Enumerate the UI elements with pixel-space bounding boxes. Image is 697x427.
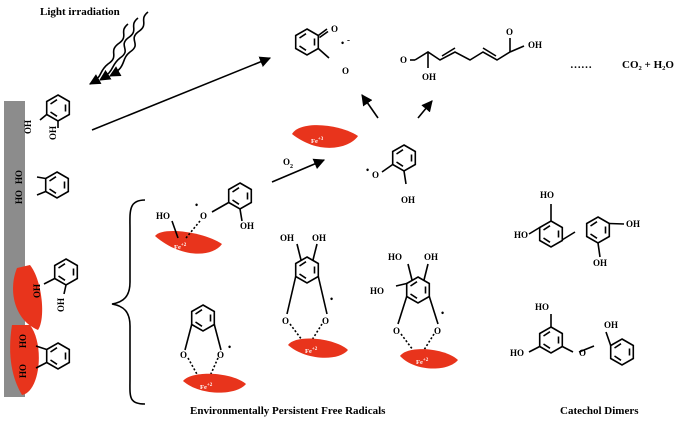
fe3-cluster (292, 125, 358, 148)
iron-coating-2 (10, 325, 39, 395)
epfr-dihydroxy-semiquinone (286, 243, 328, 315)
ho-label: HO (370, 286, 384, 296)
radical-dot: • (366, 165, 369, 175)
coordination-bond (209, 357, 219, 377)
fe2-label: Fe+2 (416, 358, 429, 366)
o-label: O (579, 348, 586, 358)
ho-label: HO (18, 364, 28, 378)
o-label: O (372, 170, 379, 180)
coordination-bond (311, 323, 323, 341)
catechol-dimer-ether (528, 314, 635, 366)
epfr-caption: Environmentally Persistent Free Radicals (190, 405, 386, 417)
mineral-surface (4, 101, 25, 397)
ho-label: HO (14, 190, 24, 204)
oh-label: OH (424, 252, 438, 262)
coordination-bond (423, 333, 435, 351)
o-label: O (434, 326, 441, 336)
arrow-to-semiquinone (361, 94, 379, 119)
semiquinone-radical (294, 28, 330, 59)
fe2-cluster-3 (400, 349, 458, 369)
radical-dot: • (341, 38, 344, 48)
o2-label: O2 (283, 157, 293, 170)
oh-label: OH (280, 233, 294, 243)
light-label: Light irradiation (40, 6, 120, 18)
o-label: O (393, 326, 400, 336)
dimers-caption: Catechol Dimers (560, 405, 639, 417)
o-label: O (282, 316, 289, 326)
oh-label: OH (422, 72, 436, 82)
fe2-label: Fe+2 (200, 383, 213, 391)
fe2-cluster-1 (155, 230, 222, 254)
fe2-cluster-4 (183, 373, 246, 393)
o-label: O (217, 350, 224, 360)
adsorbed-catechol-1 (39, 94, 71, 128)
epfr-brace (111, 199, 146, 405)
oh-label: OH (23, 120, 33, 134)
o-label: O (180, 350, 187, 360)
coordination-bond (187, 357, 199, 377)
catechol-dimer-biphenyl (528, 204, 625, 258)
arrow-to-muconic (417, 100, 433, 119)
o-label: O (400, 55, 407, 65)
radical-dot: • (195, 200, 198, 210)
epfr-semiquinone-bidentate (184, 304, 222, 351)
oh-label: OH (593, 258, 607, 268)
fe2-label: Fe+2 (305, 347, 318, 355)
radical-dot: • (330, 294, 333, 304)
minus-sign: - (347, 35, 350, 45)
o-label: O (331, 24, 338, 34)
adsorbed-catechol-3 (43, 258, 79, 295)
ho-label: HO (540, 190, 554, 200)
phenoxy-radical (381, 144, 417, 185)
ho-label: HO (156, 211, 170, 221)
radical-dot: • (228, 342, 231, 352)
fe2-label: Fe+2 (174, 243, 187, 251)
o-label: O (200, 211, 207, 221)
ho-label: HO (14, 170, 24, 184)
coordination-bond (289, 323, 303, 341)
coordination-bond (400, 333, 414, 351)
muconic-acid (410, 38, 525, 68)
iron-coating-1 (13, 265, 43, 330)
ho-label: HO (514, 230, 528, 240)
ho-label: HO (510, 348, 524, 358)
adsorbed-catechol-4 (35, 342, 71, 370)
ho-label: HO (18, 334, 28, 348)
fe2-cluster-2 (288, 338, 348, 358)
light-rays-icon (89, 11, 149, 85)
oh-label: OH (32, 284, 42, 298)
ellipsis: …… (570, 59, 592, 71)
oh-label: OH (48, 126, 58, 140)
epfr-trihydroxy-semiquinone (395, 263, 439, 325)
oh-label: OH (312, 233, 326, 243)
photolysis-arrow (91, 56, 272, 131)
ho-bond (171, 220, 179, 239)
ho-label: HO (388, 252, 402, 262)
radical-dot: • (441, 308, 444, 318)
oh-label: OH (401, 195, 415, 205)
o-label: O (342, 66, 349, 76)
oh-label: OH (604, 320, 618, 330)
epfr-phenoxy (211, 182, 253, 222)
o-label: O (322, 316, 329, 326)
fe3-label: Fe+3 (311, 137, 324, 145)
oh-label: OH (56, 298, 66, 312)
oh-label: OH (626, 219, 640, 229)
ho-label: HO (535, 302, 549, 312)
o-label: O (506, 27, 513, 37)
adsorbed-catechol-2 (36, 171, 70, 199)
final-products: CO₂ + H₂O (622, 59, 674, 71)
oh-label: OH (528, 40, 542, 50)
oh-label: OH (240, 221, 254, 231)
oxidation-arrow (271, 158, 326, 183)
